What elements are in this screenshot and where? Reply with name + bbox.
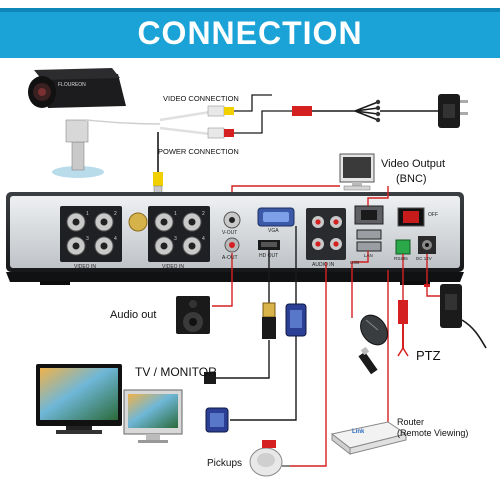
ptz-connector [397, 300, 409, 357]
dvr-power-adapter [440, 284, 487, 349]
monitor-vga-plug [205, 407, 229, 433]
ch-4a: 4 [114, 236, 117, 242]
dvr-hdout-label: HD OUT [259, 253, 279, 259]
router-label: Router [397, 417, 425, 427]
tv-monitor-label: TV / MONITOR [135, 365, 217, 379]
lan-usb-ports [354, 205, 384, 252]
rs485-terminal [395, 239, 411, 255]
tv-monitor [36, 364, 122, 434]
dc-power-jack [418, 236, 436, 254]
page-title: CONNECTION [137, 15, 363, 51]
dvr-video-in-label-2: VIDEO IN [162, 264, 184, 270]
dvr-lan-label: LAN [364, 253, 373, 258]
ch-1a: 1 [86, 211, 89, 217]
dvr-off-label: OFF [428, 212, 438, 218]
warranty-sticker [128, 212, 148, 232]
cctv-camera [28, 68, 126, 178]
video-output-label: Video Output [381, 158, 446, 170]
ch-3a: 3 [86, 236, 89, 242]
pickups-label: Pickups [207, 458, 243, 469]
video-in-group-1 [60, 206, 122, 262]
audio-in-ports [306, 208, 346, 260]
dvr-vga-label: VGA [268, 228, 279, 234]
usb-mouse-icon [360, 314, 388, 346]
ch-2b: 2 [202, 211, 205, 217]
video-output-sub-label: (BNC) [396, 173, 427, 185]
video-in-group-2 [148, 206, 210, 262]
dvr-audio-in-label: AUDIO IN [312, 262, 335, 268]
power-switch [397, 207, 425, 227]
audio-out-label: Audio out [110, 309, 157, 321]
router-sub-label: (Remote Viewing) [397, 428, 469, 438]
hdmi-cable-plug [262, 302, 276, 339]
vout-aout-ports [223, 211, 241, 253]
speaker-icon [176, 296, 210, 334]
dvr-video-in-label: VIDEO IN [74, 264, 96, 270]
vga-port [257, 207, 295, 227]
connection-wires [212, 186, 440, 467]
dvr-rs485-label: RS485 [394, 256, 408, 261]
camera-cable-splitter [159, 105, 234, 139]
title-banner [0, 8, 500, 58]
vga-cable-plug [285, 303, 307, 337]
dvr-usb-label: USB [350, 260, 360, 265]
ch-1b: 1 [174, 211, 177, 217]
tv-hdmi-plug [204, 372, 216, 384]
usb-drive-icon [358, 346, 378, 375]
hdmi-port [258, 240, 280, 250]
power-adapter [438, 94, 468, 128]
power-connection-label: POWER CONNECTION [158, 147, 239, 156]
router-brand-label: Link [352, 429, 365, 435]
ch-3b: 3 [174, 236, 177, 242]
pickup-microphone [249, 447, 290, 477]
dvr-dc-label: DC 12V [416, 256, 432, 261]
pc-monitor [123, 389, 183, 443]
power-splitter [354, 99, 440, 123]
video-connection-label: VIDEO CONNECTION [163, 94, 239, 103]
bnc-video-plug [153, 132, 163, 203]
dvr-vout-label: V-OUT [222, 230, 238, 236]
ch-2a: 2 [114, 211, 117, 217]
ch-4b: 4 [202, 236, 205, 242]
ptz-label: PTZ [416, 348, 441, 363]
router-icon [330, 421, 408, 456]
dvr-aout-label: A-OUT [222, 255, 238, 261]
video-output-monitor [339, 153, 375, 191]
pickup-connector [262, 440, 276, 448]
camera-brand-label: FLOUREON [58, 82, 86, 88]
